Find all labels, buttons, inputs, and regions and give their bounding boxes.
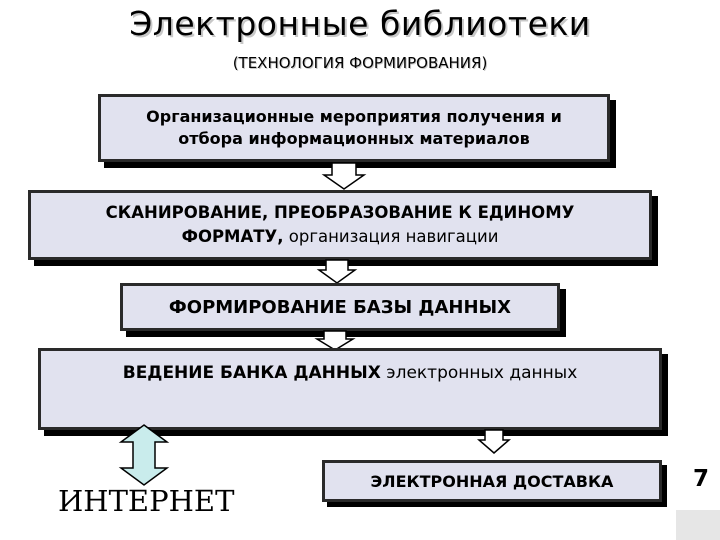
step2-line1: СКАНИРОВАНИЕ, ПРЕОБРАЗОВАНИЕ К ЕДИНОМУ — [105, 203, 575, 222]
step3-label: ФОРМИРОВАНИЕ БАЗЫ ДАННЫХ — [168, 296, 512, 318]
step1-line2: отбора информационных материалов — [178, 129, 530, 148]
corner-decoration — [676, 510, 720, 540]
page-subtitle: (ТЕХНОЛОГИЯ ФОРМИРОВАНИЯ) — [232, 54, 488, 72]
internet-label: ИНТЕРНЕТ — [58, 484, 235, 518]
step-databank-box: ВЕДЕНИЕ БАНКА ДАННЫХ электронных данных — [38, 348, 662, 430]
step2-line2-rest: организация навигации — [283, 227, 499, 246]
step-database-box: ФОРМИРОВАНИЕ БАЗЫ ДАННЫХ — [120, 283, 560, 331]
step1-line1: Организационные мероприятия получения и — [146, 107, 562, 126]
electronic-delivery-box: ЭЛЕКТРОННАЯ ДОСТАВКА — [322, 460, 662, 502]
step-scanning-box: СКАНИРОВАНИЕ, ПРЕОБРАЗОВАНИЕ К ЕДИНОМУ Ф… — [28, 190, 652, 260]
step2-line2-bold: ФОРМАТУ, — [181, 227, 284, 246]
page-title: Электронные библиотеки — [129, 4, 591, 43]
down-arrow-icon — [476, 429, 512, 454]
step4-label-bold: ВЕДЕНИЕ БАНКА ДАННЫХ — [122, 363, 381, 383]
step2-line2: ФОРМАТУ, организация навигации — [182, 225, 499, 249]
step4-label: ВЕДЕНИЕ БАНКА ДАННЫХ электронных данных — [123, 363, 578, 383]
down-arrow-icon — [321, 162, 367, 190]
down-arrow-icon — [314, 330, 356, 351]
down-arrow-icon — [316, 259, 358, 284]
double-arrow-icon — [118, 424, 170, 486]
step5-label: ЭЛЕКТРОННАЯ ДОСТАВКА — [370, 471, 614, 491]
step-organizational-box: Организационные мероприятия получения и … — [98, 94, 610, 162]
page-number: 7 — [693, 466, 710, 492]
step4-label-rest: электронных данных — [380, 363, 578, 383]
